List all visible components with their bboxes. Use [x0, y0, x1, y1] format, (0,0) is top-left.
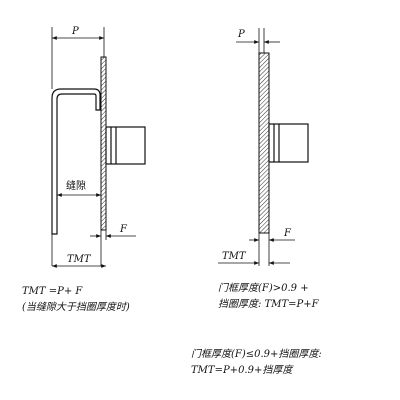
left-caption-condition: (当缝隙大于挡圈厚度时): [22, 302, 130, 313]
right-caption-line2: 挡圈厚度: TMT=P+F: [218, 299, 319, 310]
left-f-label: F: [119, 224, 128, 235]
left-gap-label: 缝隙: [66, 179, 86, 192]
left-extension-lines: [51, 27, 107, 266]
left-stopper-ring: [105, 126, 146, 165]
left-frame-plate: [100, 56, 107, 231]
right-f-label: F: [283, 228, 292, 239]
left-caption-formula: TMT =P+ F: [22, 286, 83, 297]
left-p-label: P: [71, 26, 79, 37]
right-tmt-label: TMT: [222, 251, 247, 262]
right-caption-line1: 门框厚度(F)>0.9 +: [218, 283, 309, 294]
bottom-caption-line1: 门框厚度(F)≤0.9+挡圈厚度:: [191, 349, 322, 360]
right-stopper-ring: [268, 123, 309, 163]
bottom-caption-line2: TMT=P+0.9+挡厚度: [191, 365, 293, 376]
right-frame-plate: [258, 52, 270, 234]
left-tmt-label: TMT: [67, 254, 92, 265]
right-p-label: P: [237, 29, 245, 40]
right-figure: P F TMT: [218, 28, 309, 266]
left-hook-bracket: [51, 88, 101, 235]
left-figure: P 缝隙 F TMT: [51, 26, 146, 268]
